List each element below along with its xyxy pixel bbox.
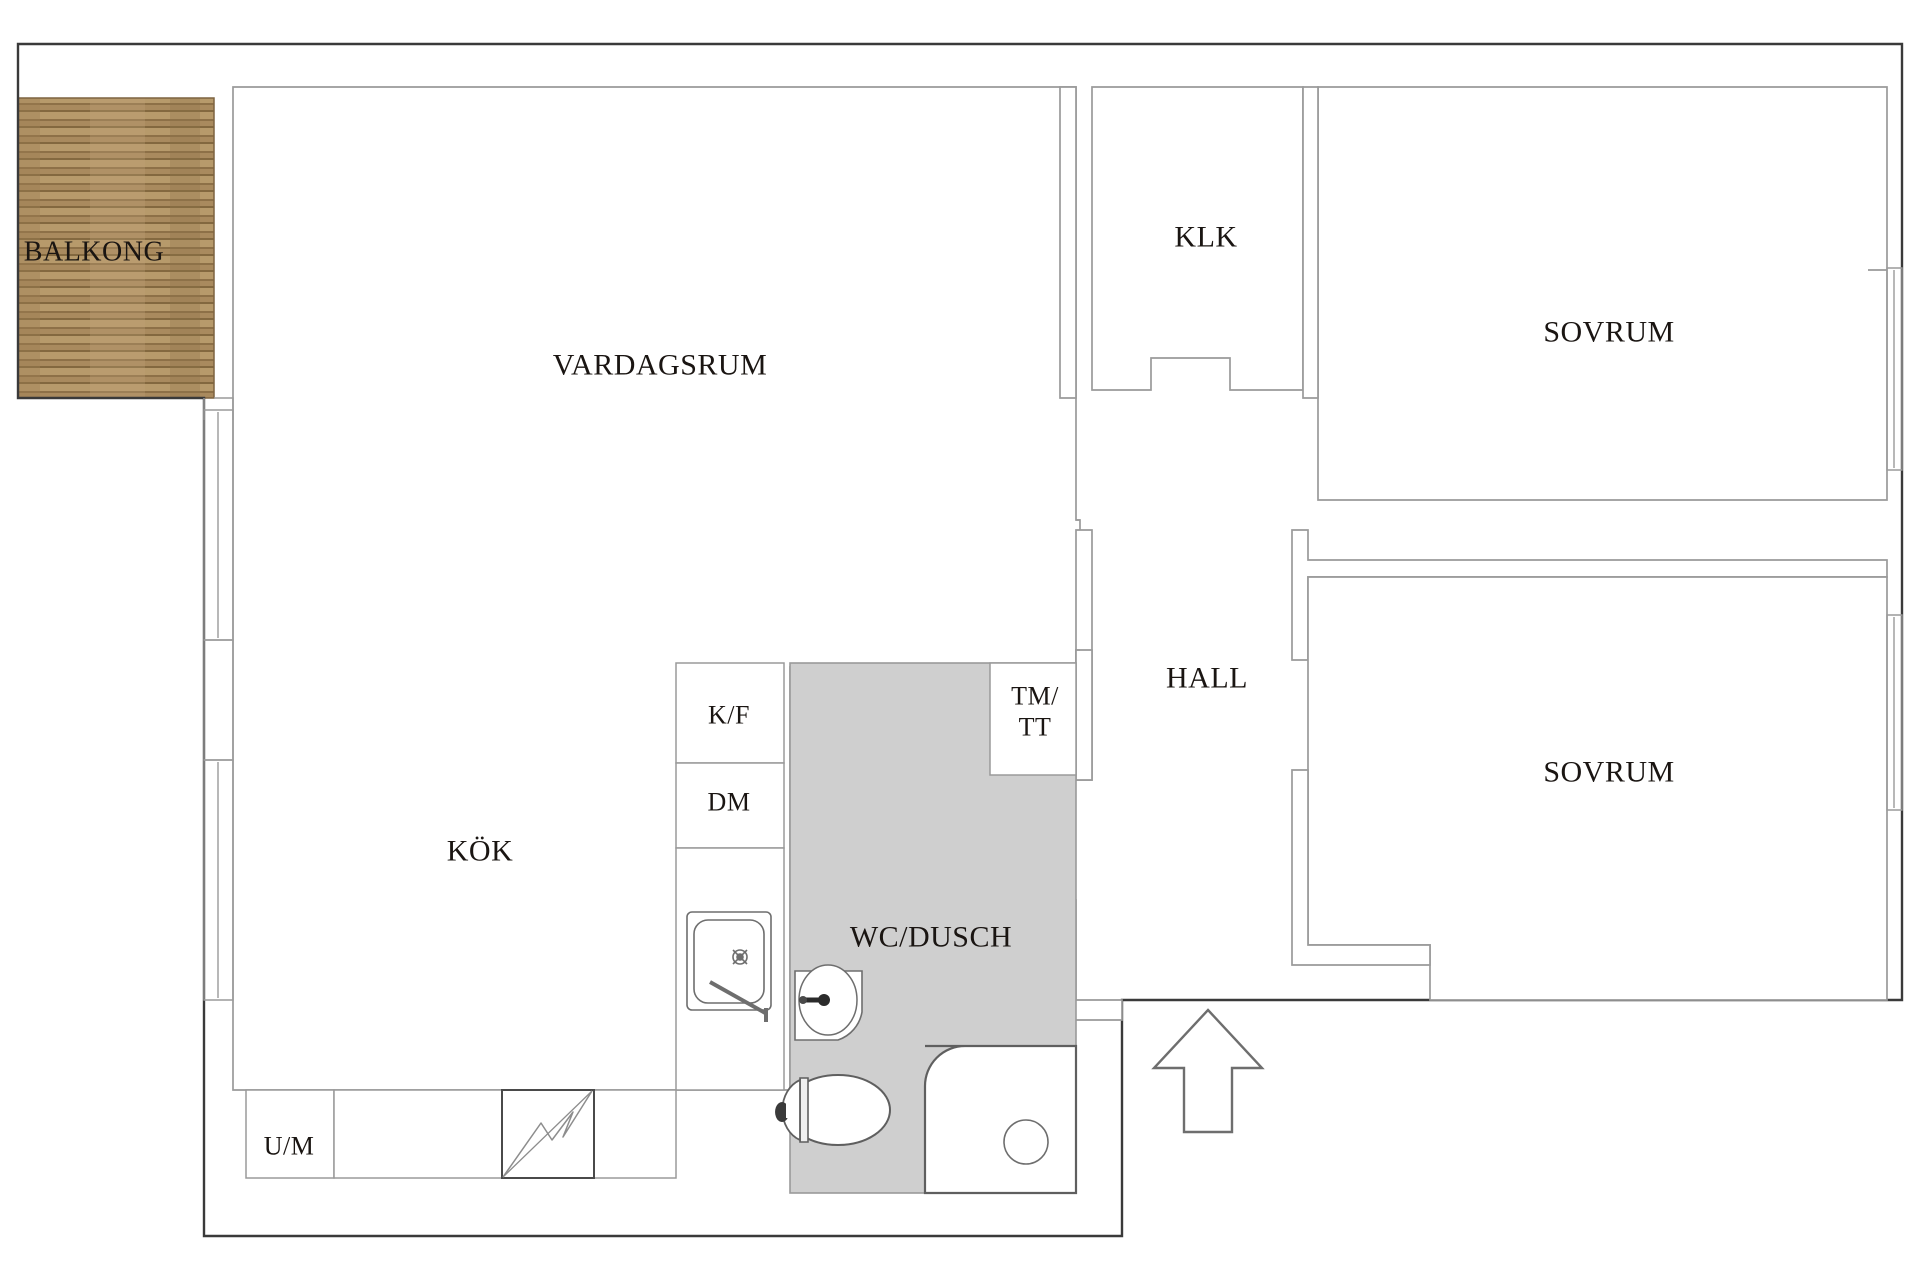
windows <box>203 267 1903 1001</box>
balcony-door <box>203 397 234 420</box>
toilet-icon <box>775 1074 891 1146</box>
entrance-arrow-icon <box>1151 1008 1265 1134</box>
kitchen-base-cabinets <box>245 1089 677 1179</box>
washer-dryer-box <box>989 662 1077 776</box>
balcony-deck <box>17 97 215 399</box>
outer-walls <box>16 42 1904 1238</box>
shower-tray-icon <box>923 1044 1078 1195</box>
door-openings <box>1076 519 1080 651</box>
stove-icon <box>501 1089 595 1179</box>
inner-walls <box>232 86 1888 1091</box>
washbasin-icon <box>794 964 863 1041</box>
kitchen-unit-column <box>675 662 785 1091</box>
kitchen-sink-icon <box>686 911 772 1022</box>
